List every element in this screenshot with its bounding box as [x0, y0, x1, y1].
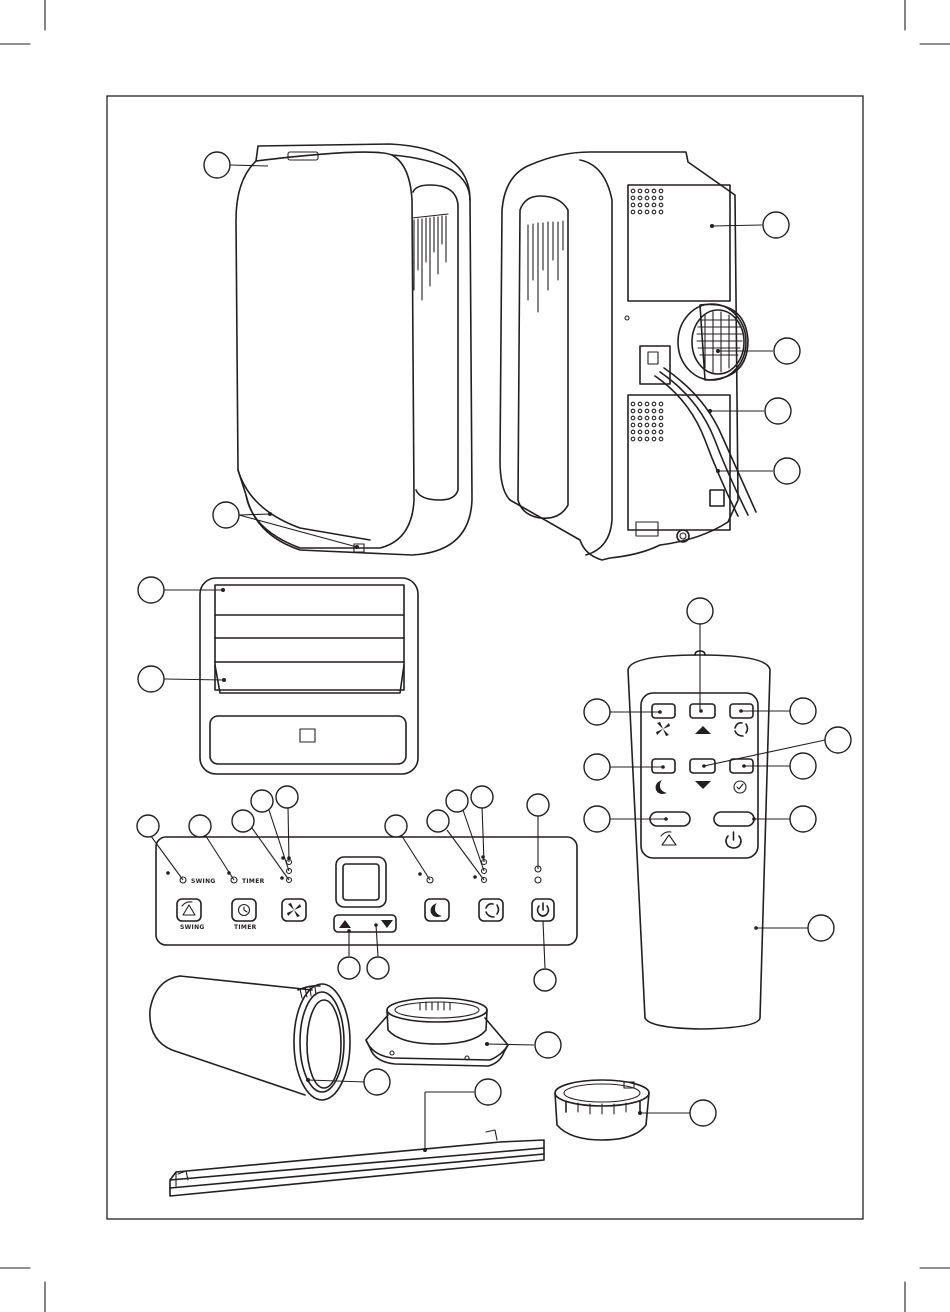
- down-arrow-icon: [381, 920, 393, 928]
- hose-connector: [555, 1080, 649, 1140]
- remote-down-button[interactable]: [690, 759, 715, 789]
- remote-mode-button[interactable]: [730, 704, 753, 736]
- panel-swing-button[interactable]: SWING: [177, 899, 205, 931]
- remote-fan-button[interactable]: [652, 704, 675, 736]
- exhaust-hose: [150, 976, 350, 1100]
- panel-arrow-buttons[interactable]: [334, 915, 396, 932]
- diagram-frame: [107, 96, 863, 1219]
- window-adapter: [366, 998, 508, 1066]
- remote-timer-button[interactable]: [730, 759, 753, 793]
- up-arrow-icon: [695, 726, 711, 734]
- front-vent-panel: [200, 578, 418, 774]
- remote-sleep-button[interactable]: [652, 759, 675, 794]
- panel-timer-button[interactable]: TIMER: [232, 899, 257, 931]
- air-conditioner-rear-view: [500, 152, 756, 560]
- sleep-icon: [656, 780, 667, 794]
- swing-indicator-label: SWING: [191, 878, 216, 885]
- window-slider: [170, 1130, 544, 1196]
- fan-icon: [656, 722, 670, 736]
- air-conditioner-front-view: [236, 144, 472, 555]
- remote-power-button[interactable]: [714, 812, 754, 848]
- up-arrow-icon: [339, 920, 351, 928]
- remote-swing-button[interactable]: [650, 812, 690, 845]
- swing-button-label: SWING: [180, 924, 205, 931]
- panel-power-button[interactable]: [532, 899, 554, 921]
- timer-indicator-label: TIMER: [242, 878, 265, 885]
- remote-up-button[interactable]: [690, 704, 715, 734]
- down-arrow-icon: [695, 781, 711, 789]
- control-panel: SWING TIMER SWING TIMER: [156, 837, 577, 945]
- panel-sleep-button[interactable]: [425, 899, 449, 921]
- callout-leaders: [148, 165, 825, 1150]
- sleep-icon: [431, 903, 442, 917]
- timer-button-label: TIMER: [234, 924, 257, 931]
- panel-fan-button[interactable]: [282, 899, 306, 921]
- mode-icon: [735, 723, 748, 736]
- callout-circles: [137, 152, 851, 1126]
- remote-control: [628, 651, 770, 1029]
- fan-icon: [287, 903, 301, 917]
- lower-grille-holes: [631, 402, 663, 441]
- swing-icon: [183, 905, 195, 915]
- mode-icon: [486, 904, 499, 917]
- swing-icon: [662, 835, 676, 845]
- upper-grille-holes: [631, 189, 663, 214]
- panel-mode-button[interactable]: [479, 899, 503, 921]
